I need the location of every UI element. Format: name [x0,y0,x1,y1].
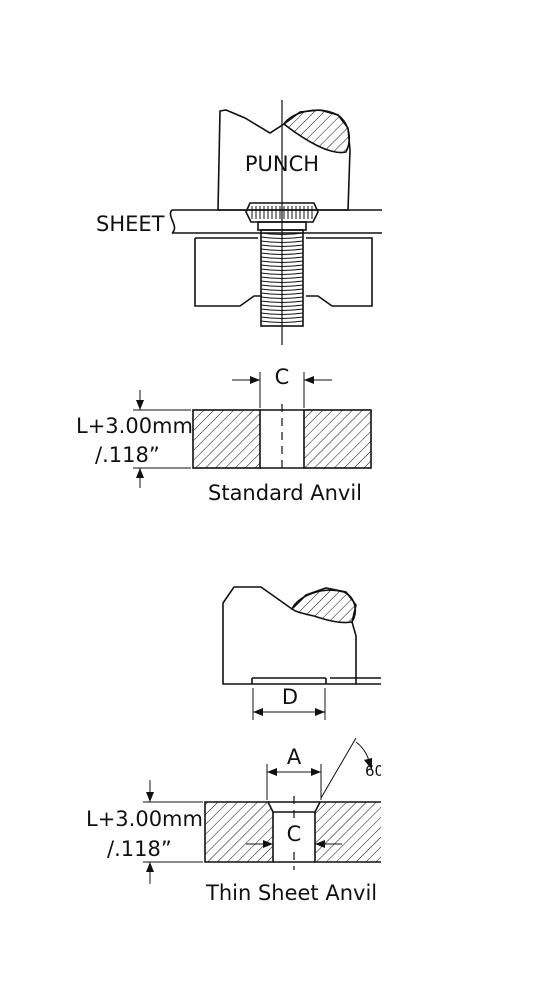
punch-section-hatch-thin [291,589,357,624]
punch-assembly-thin [222,586,381,685]
length-in-label-top: /.118” [95,443,160,467]
punch-label: PUNCH [245,152,319,176]
d-label: D [282,685,298,709]
sheet-label: SHEET [96,212,165,236]
dimension-c-bottom [246,840,342,848]
dimension-l-bottom [143,780,203,884]
dimension-a [266,764,322,800]
dimension-l-top [133,390,191,488]
punch-body-thin [222,586,357,685]
c-label-bottom: C [287,822,302,846]
length-in-label-bottom: /.118” [107,837,172,861]
length-mm-label-top: L+3.00mm [76,414,193,438]
standard-anvil-caption: Standard Anvil [208,481,362,505]
dimension-c-top [232,372,332,408]
thin-sheet-anvil [204,796,381,870]
punch-section-hatch [282,109,351,154]
a-label: A [287,745,302,769]
lower-die [194,237,373,307]
standard-anvil [192,404,372,474]
length-mm-label-bottom: L+3.00mm [86,807,203,831]
sheet [169,209,382,234]
angle-label: 60 [365,762,384,780]
chamfer-angle-callout [320,737,372,799]
thin-sheet-anvil-caption: Thin Sheet Anvil [205,881,377,905]
c-label-top: C [275,365,290,389]
dimension-d [252,688,326,720]
